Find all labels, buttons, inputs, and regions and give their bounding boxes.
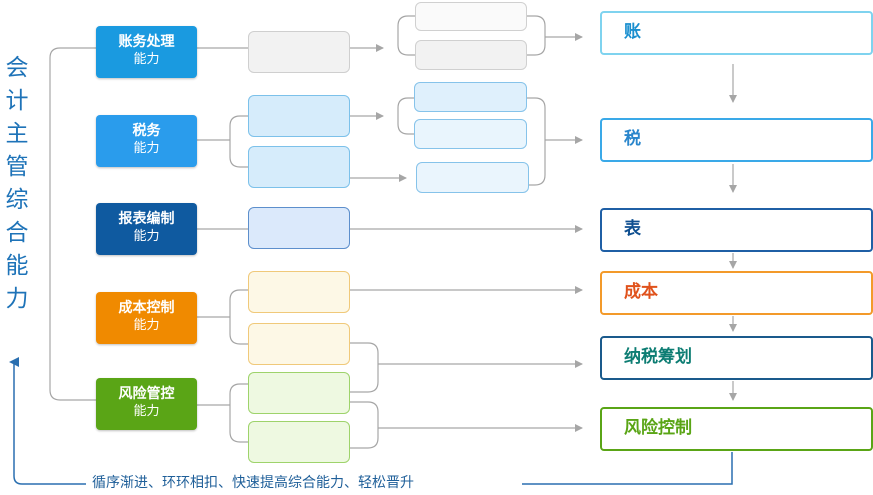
step-box (248, 323, 350, 365)
title-char: 能 (5, 253, 29, 279)
ability-name: 风险管控 (118, 386, 175, 402)
step-box (248, 271, 350, 313)
result-statements: 表 (600, 208, 873, 252)
ability-risk-control: 风险管控 能力 (96, 378, 197, 430)
title-char: 管 (5, 154, 29, 180)
result-tax: 税 (600, 118, 873, 162)
result-risk-control: 风险控制 (600, 407, 873, 451)
title-char: 主 (5, 121, 29, 147)
step-box (248, 31, 350, 73)
footer-caption: 循序渐进、环环相扣、快速提高综合能力、轻松晋升 (92, 475, 414, 491)
title-char: 计 (5, 88, 29, 114)
step-box (416, 162, 529, 193)
step-box (248, 421, 350, 463)
ability-accounting: 账务处理 能力 (96, 26, 197, 78)
spine-line (49, 47, 96, 401)
title-char: 综 (5, 187, 29, 213)
ability-name: 报表编制 (118, 211, 175, 227)
ability-suffix: 能力 (133, 404, 160, 419)
result-label: 表 (624, 219, 641, 239)
ability-suffix: 能力 (133, 52, 160, 67)
result-label: 税 (624, 129, 641, 149)
ability-name: 账务处理 (118, 34, 175, 50)
step-box (248, 95, 350, 137)
ability-name: 成本控制 (118, 300, 175, 316)
ability-reporting: 报表编制 能力 (96, 203, 197, 255)
title-char: 力 (5, 286, 29, 312)
vertical-title: 会 计 主 管 综 合 能 力 (2, 52, 32, 316)
ability-cost-control: 成本控制 能力 (96, 292, 197, 344)
ability-suffix: 能力 (133, 141, 160, 156)
step-box (414, 119, 527, 149)
step-box (414, 82, 527, 112)
ability-tax: 税务 能力 (96, 115, 197, 167)
result-label: 成本 (624, 282, 658, 302)
result-accounts: 账 (600, 11, 873, 55)
step-box (248, 372, 350, 414)
feedback-line (522, 452, 733, 485)
title-char: 合 (5, 220, 29, 246)
title-char: 会 (5, 55, 29, 81)
result-tax-planning: 纳税筹划 (600, 336, 873, 380)
step-box (415, 2, 527, 31)
ability-name: 税务 (132, 123, 161, 139)
result-label: 风险控制 (624, 418, 692, 438)
ability-suffix: 能力 (133, 229, 160, 244)
ability-suffix: 能力 (133, 318, 160, 333)
result-cost: 成本 (600, 271, 873, 315)
step-box (248, 146, 350, 188)
step-box (415, 40, 527, 70)
step-box (248, 207, 350, 249)
result-label: 账 (624, 22, 641, 42)
result-label: 纳税筹划 (624, 347, 692, 367)
